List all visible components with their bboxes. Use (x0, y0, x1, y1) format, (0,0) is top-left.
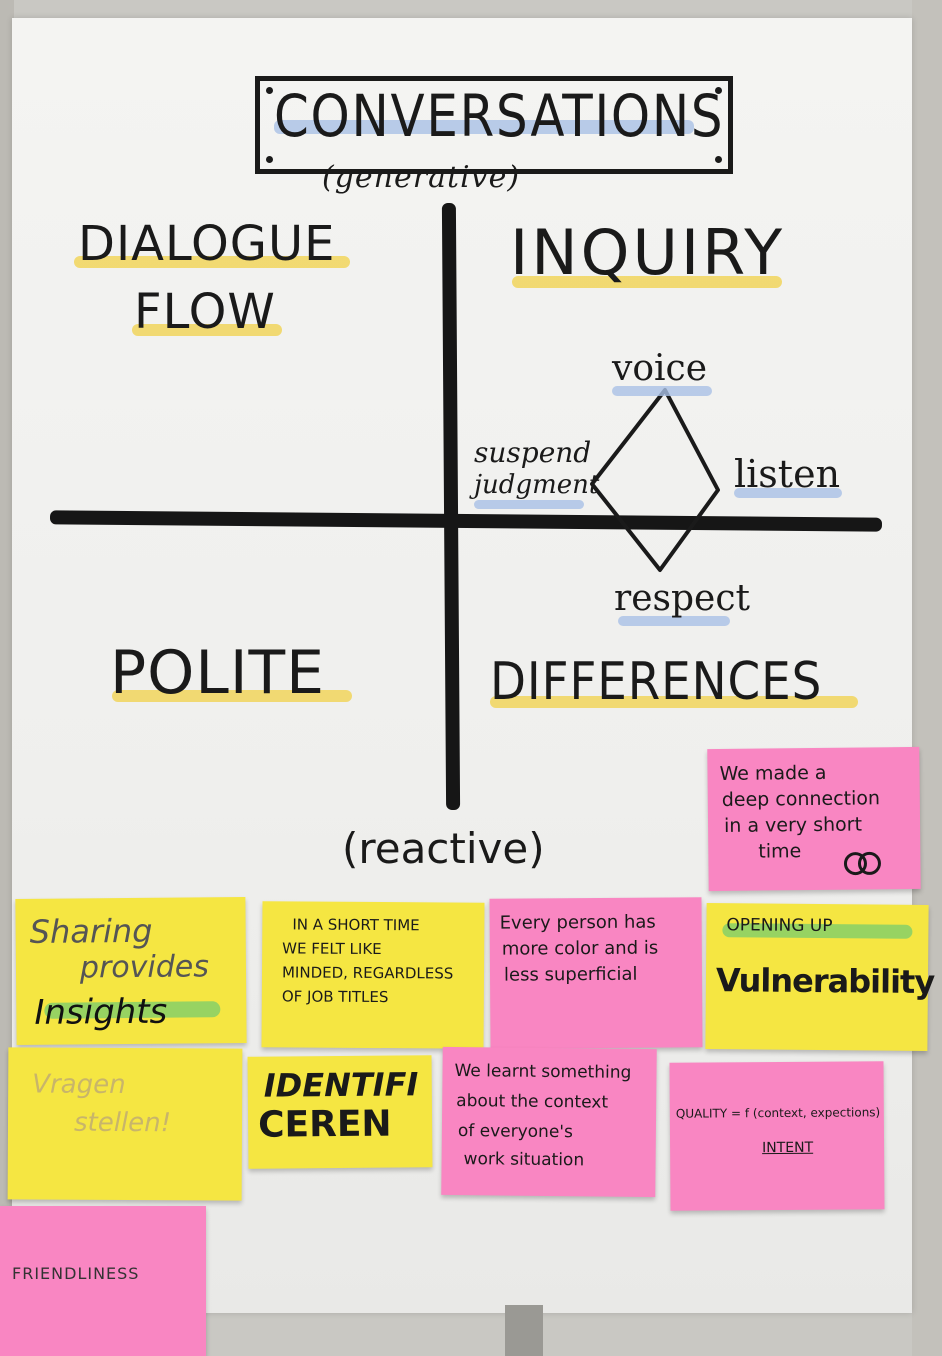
note-text: OPENING UP (726, 915, 833, 937)
sticky-note-connection: We made a deep connection in a very shor… (707, 746, 921, 892)
differences-highlight (490, 696, 858, 708)
note-text: time (758, 840, 802, 863)
note-text: work situation (463, 1149, 585, 1171)
note-text: Sharing (29, 911, 153, 951)
polite-highlight (112, 690, 352, 702)
quadrant-label-flow: FLOW (134, 284, 276, 340)
note-text: more color and is (501, 937, 659, 960)
respect-highlight (618, 616, 730, 626)
title-box-dot (266, 87, 273, 94)
wall-left (0, 0, 14, 1356)
sticky-note-every-person: Every person has more color and is less … (489, 897, 703, 1049)
chart-title: CONVERSATIONS (274, 82, 725, 150)
quadrant-label-dialogue: DIALOGUE (78, 216, 336, 272)
voice-highlight (612, 386, 712, 396)
sticky-note-learnt: We learnt something about the context of… (441, 1046, 657, 1198)
note-text: CEREN (257, 1103, 392, 1146)
linked-rings-icon (843, 851, 881, 876)
note-text: INTENT (762, 1139, 814, 1157)
sticky-note-quality: QUALITY = f (context, expections) INTENT (669, 1061, 885, 1211)
diamond-label-voice: voice (612, 348, 707, 389)
dialogue-highlight (74, 256, 350, 268)
note-text: Vragen (32, 1069, 126, 1101)
title-box (255, 76, 733, 174)
note-text: QUALITY = f (context, expections) (675, 1105, 881, 1121)
quadrant-label-polite: POLITE (110, 638, 326, 708)
sticky-note-short-time: IN A SHORT TIME WE FELT LIKE MINDED, REG… (261, 901, 485, 1049)
horizontal-axis (49, 510, 883, 532)
note-text: deep connection (721, 787, 881, 811)
title-box-dot (715, 156, 722, 163)
quadrant-label-differences: DIFFERENCES (490, 652, 823, 712)
vertical-axis (441, 202, 461, 811)
sticky-note-opening-up: OPENING UP Vulnerability (705, 903, 934, 1051)
diamond-label-suspend: suspend (474, 436, 592, 469)
note-text: MINDED, REGARDLESS (281, 963, 454, 983)
stand-post (505, 1305, 543, 1356)
diamond-label-listen: listen (734, 452, 841, 496)
quadrant-label-inquiry: INQUIRY (510, 216, 786, 289)
note-text: OF JOB TITLES (281, 987, 389, 1007)
sticky-note-vragen: Vragen stellen! (7, 1047, 243, 1201)
diamond-label-judgment: judgment (474, 470, 600, 500)
diamond-shape (590, 388, 720, 572)
note-text: provides (79, 949, 210, 986)
sticky-note-friendliness: FRIENDLINESS (0, 1206, 206, 1356)
note-text: in a very short (723, 813, 863, 837)
reactive-label: (reactive) (342, 824, 545, 873)
inquiry-highlight (512, 276, 782, 288)
note-text: about the context (456, 1091, 609, 1113)
note-text: FRIENDLINESS (12, 1264, 140, 1283)
generative-label: (generative) (322, 160, 521, 195)
note-text: Insights (34, 991, 168, 1033)
note-text: less superficial (503, 963, 638, 986)
diamond-label-respect: respect (614, 578, 750, 619)
note-text: IDENTIFI (263, 1065, 419, 1105)
note-text: Vulnerability (715, 961, 935, 1002)
note-text: Every person has (499, 911, 656, 934)
title-box-dot (266, 156, 273, 163)
note-text: IN A SHORT TIME (292, 915, 420, 935)
note-text: stellen! (73, 1107, 172, 1139)
note-text: We learnt something (454, 1061, 632, 1083)
title-box-dot (715, 87, 722, 94)
listen-highlight (734, 488, 842, 498)
sticky-note-sharing: Sharing provides Insights (15, 896, 247, 1046)
note-text: WE FELT LIKE (282, 939, 382, 959)
note-text: of everyone's (457, 1121, 573, 1143)
sticky-note-identificeren: IDENTIFI CEREN (247, 1055, 433, 1169)
note-text: We made a (719, 761, 827, 785)
flow-highlight (132, 324, 282, 336)
wall-right (912, 0, 942, 1356)
judgment-highlight (474, 500, 584, 509)
title-highlight (274, 120, 694, 134)
